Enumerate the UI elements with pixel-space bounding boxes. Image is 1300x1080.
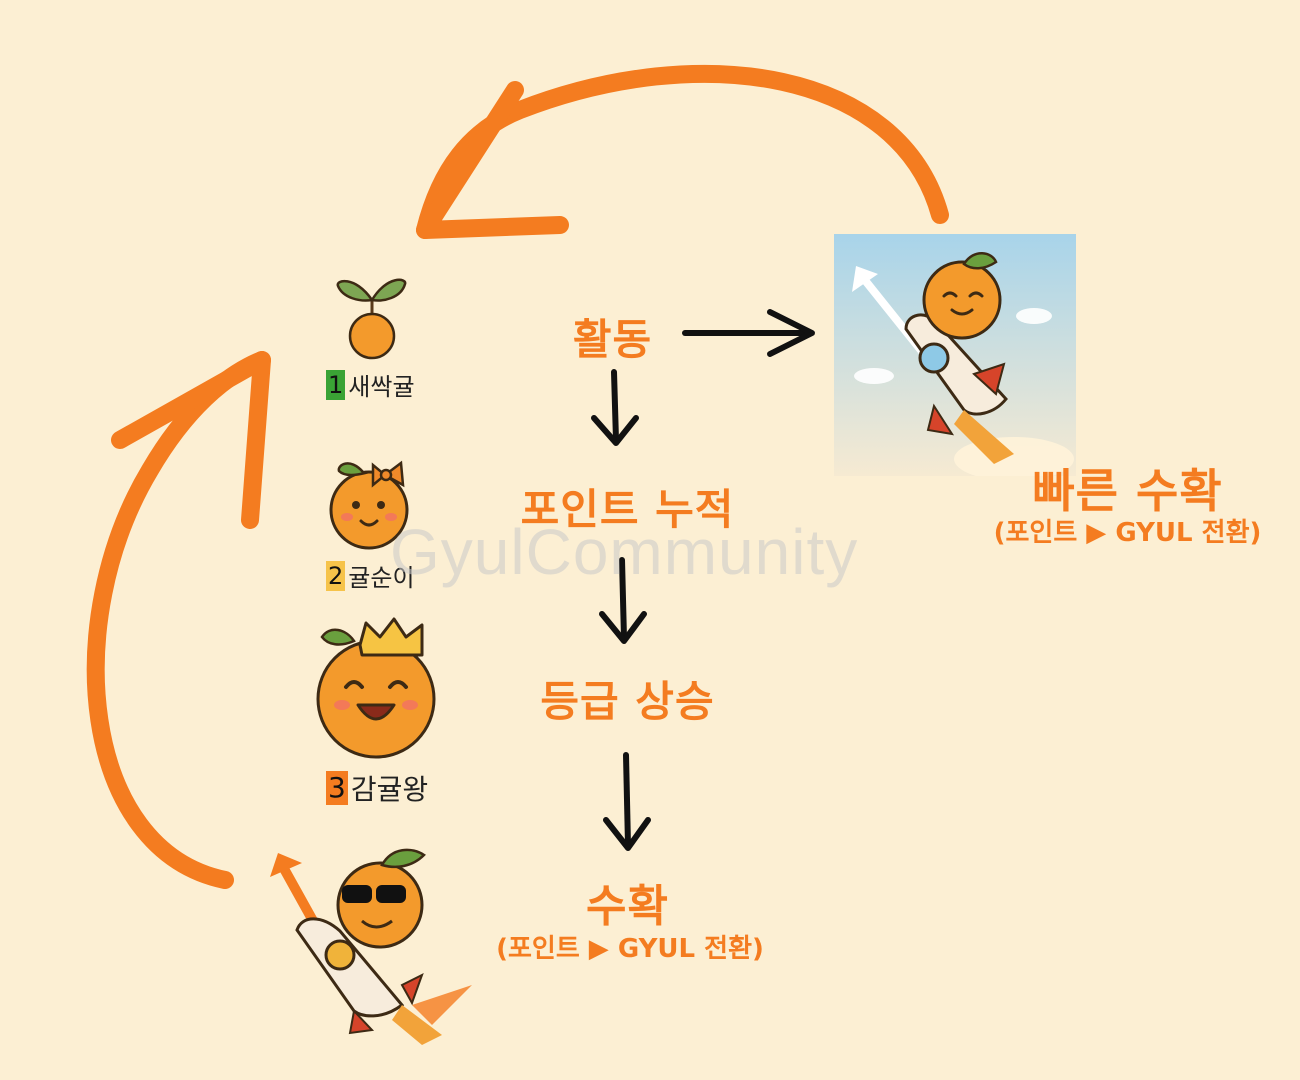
level-2-name: 귤순이 xyxy=(348,564,415,592)
top-cycle-arrowhead xyxy=(416,81,569,239)
left-cycle-arrowhead xyxy=(111,351,271,529)
watermark: GyulCommunity xyxy=(390,516,859,588)
step-rank-up: 등급 상승 xyxy=(540,677,715,726)
arrow-activity-to-points xyxy=(591,369,639,446)
sprout-orange-icon xyxy=(336,278,407,360)
arrow-rankup-to-harvest xyxy=(603,752,651,851)
level-3-label: 3 감귤왕 xyxy=(326,768,428,808)
arrow-activity-to-fast-harvest xyxy=(682,309,815,357)
top-cycle-arrow xyxy=(416,64,949,239)
level-3-name: 감귤왕 xyxy=(350,773,429,806)
rocket-orange-icon xyxy=(834,234,1076,476)
arrow-points-to-rankup xyxy=(599,557,647,644)
step-fast-harvest: 빠른 수확 xyxy=(1032,464,1223,518)
step-harvest: 수확 xyxy=(586,881,669,932)
girl-orange-icon xyxy=(329,460,409,550)
level-1-badge: 1 xyxy=(326,369,346,400)
step-fast-harvest-sub: (포인트 ▶ GYUL 전환) xyxy=(993,518,1262,548)
fast-harvest-image xyxy=(834,234,1076,476)
level-3-badge: 3 xyxy=(326,771,348,805)
step-activity: 활동 xyxy=(572,315,653,364)
level-2-badge: 2 xyxy=(326,560,346,591)
sunglasses-rocket-orange-icon xyxy=(270,848,472,1045)
level-1-label: 1 새싹귤 xyxy=(326,367,415,402)
level-2-label: 2 귤순이 xyxy=(326,558,415,593)
king-orange-icon xyxy=(316,617,436,759)
step-points: 포인트 누적 xyxy=(520,485,735,534)
level-1-name: 새싹귤 xyxy=(348,373,415,401)
step-harvest-sub: (포인트 ▶ GYUL 전환) xyxy=(496,934,764,964)
